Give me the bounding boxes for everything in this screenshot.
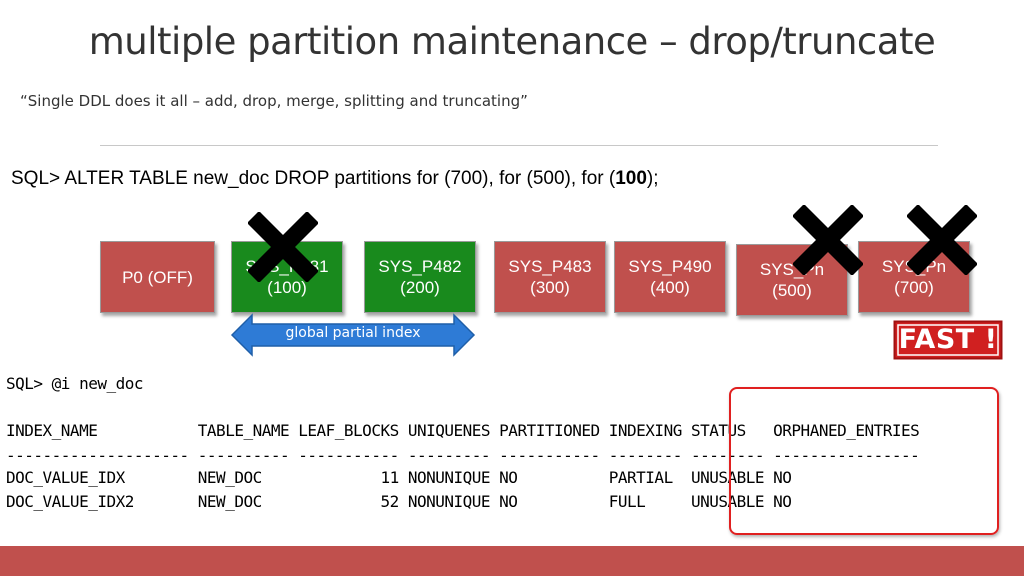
partition-value: (700) <box>894 278 934 297</box>
partition-value: (300) <box>530 278 570 297</box>
drop-x-icon <box>793 205 863 275</box>
partition-p0: P0 (OFF) <box>100 241 215 313</box>
footer-band <box>0 546 1024 576</box>
sql-statement-end: ); <box>646 168 659 189</box>
sql-statement-start: SQL> ALTER TABLE new_doc DROP partitions… <box>11 168 616 189</box>
partition-value: (100) <box>267 278 307 297</box>
sql-statement-bold-value: 100 <box>615 168 647 189</box>
fast-stamp-label: FAST ! <box>898 324 998 355</box>
divider <box>100 145 938 146</box>
sql-command: SQL> @i new_doc <box>6 374 144 393</box>
table-header: INDEX_NAME TABLE_NAME LEAF_BLOCKS UNIQUE… <box>6 421 920 440</box>
partition-name: SYS_P482 <box>378 257 462 276</box>
double-arrow-icon <box>230 313 476 357</box>
partition-sys-p482: SYS_P482 (200) <box>364 241 476 313</box>
partition-value: (500) <box>772 281 812 300</box>
sql-statement: SQL> ALTER TABLE new_doc DROP partitions… <box>11 168 659 190</box>
partition-sys-p490: SYS_P490 (400) <box>614 241 726 313</box>
table-row: DOC_VALUE_IDX2 NEW_DOC 52 NONUNIQUE NO F… <box>6 492 792 511</box>
status-highlight-box <box>729 387 999 535</box>
slide-title: multiple partition maintenance – drop/tr… <box>88 20 936 63</box>
partition-name: SYS_P490 <box>628 257 712 276</box>
partition-value: (200) <box>400 278 440 297</box>
table-row: DOC_VALUE_IDX NEW_DOC 11 NONUNIQUE NO PA… <box>6 468 792 487</box>
partition-sys-p483: SYS_P483 (300) <box>494 241 606 313</box>
partition-name: P0 (OFF) <box>122 267 193 287</box>
table-separator: -------------------- ---------- --------… <box>6 446 920 465</box>
drop-x-icon <box>248 212 318 282</box>
fast-stamp-icon <box>893 320 1003 360</box>
drop-x-icon <box>907 205 977 275</box>
partition-name: SYS_P483 <box>508 257 592 276</box>
index-arrow-label: global partial index <box>285 325 421 341</box>
slide-subtitle: “Single DDL does it all – add, drop, mer… <box>20 92 528 110</box>
partition-value: (400) <box>650 278 690 297</box>
